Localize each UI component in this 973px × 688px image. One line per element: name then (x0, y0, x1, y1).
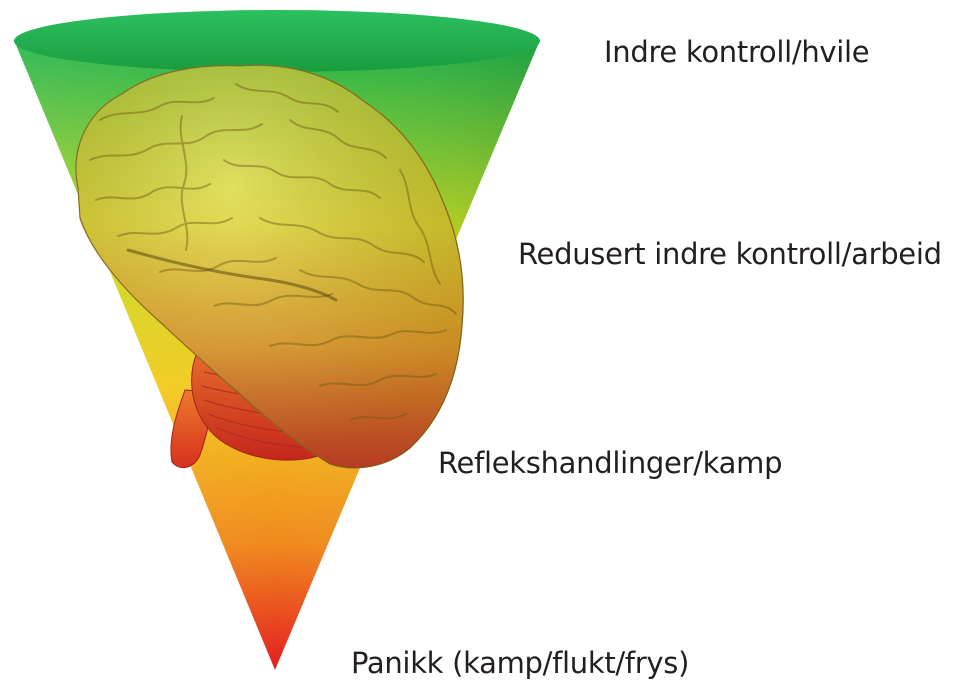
level-label-panic: Panikk (kamp/flukt/frys) (351, 649, 689, 678)
level-label-reflex-actions: Reflekshandlinger/kamp (438, 449, 782, 478)
level-label-reduced-control: Redusert indre kontroll/arbeid (518, 240, 942, 269)
cone-rim (14, 10, 540, 72)
level-label-inner-control: Indre kontroll/hvile (604, 38, 869, 67)
